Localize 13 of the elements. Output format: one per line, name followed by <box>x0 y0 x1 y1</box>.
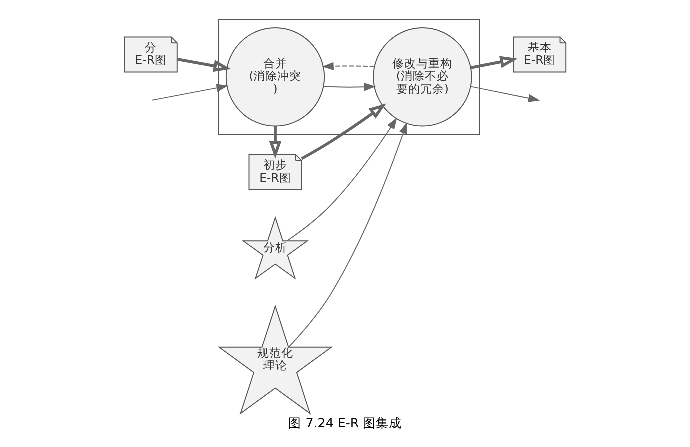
arrow <box>470 56 518 70</box>
arrow <box>286 118 397 242</box>
arrow <box>470 86 540 102</box>
arrow <box>300 104 386 160</box>
arrow <box>323 83 376 92</box>
caption: 图 7.24 E-R 图集成 <box>288 416 402 431</box>
node-circle: 合并(消除冲突) <box>225 28 325 127</box>
arrow <box>268 126 282 159</box>
node-circle: 修改与重构(消除不必要的冗余) <box>372 28 472 127</box>
arrow <box>288 122 407 348</box>
arrow <box>322 62 375 70</box>
arrow <box>151 84 228 101</box>
arrow <box>176 58 231 72</box>
